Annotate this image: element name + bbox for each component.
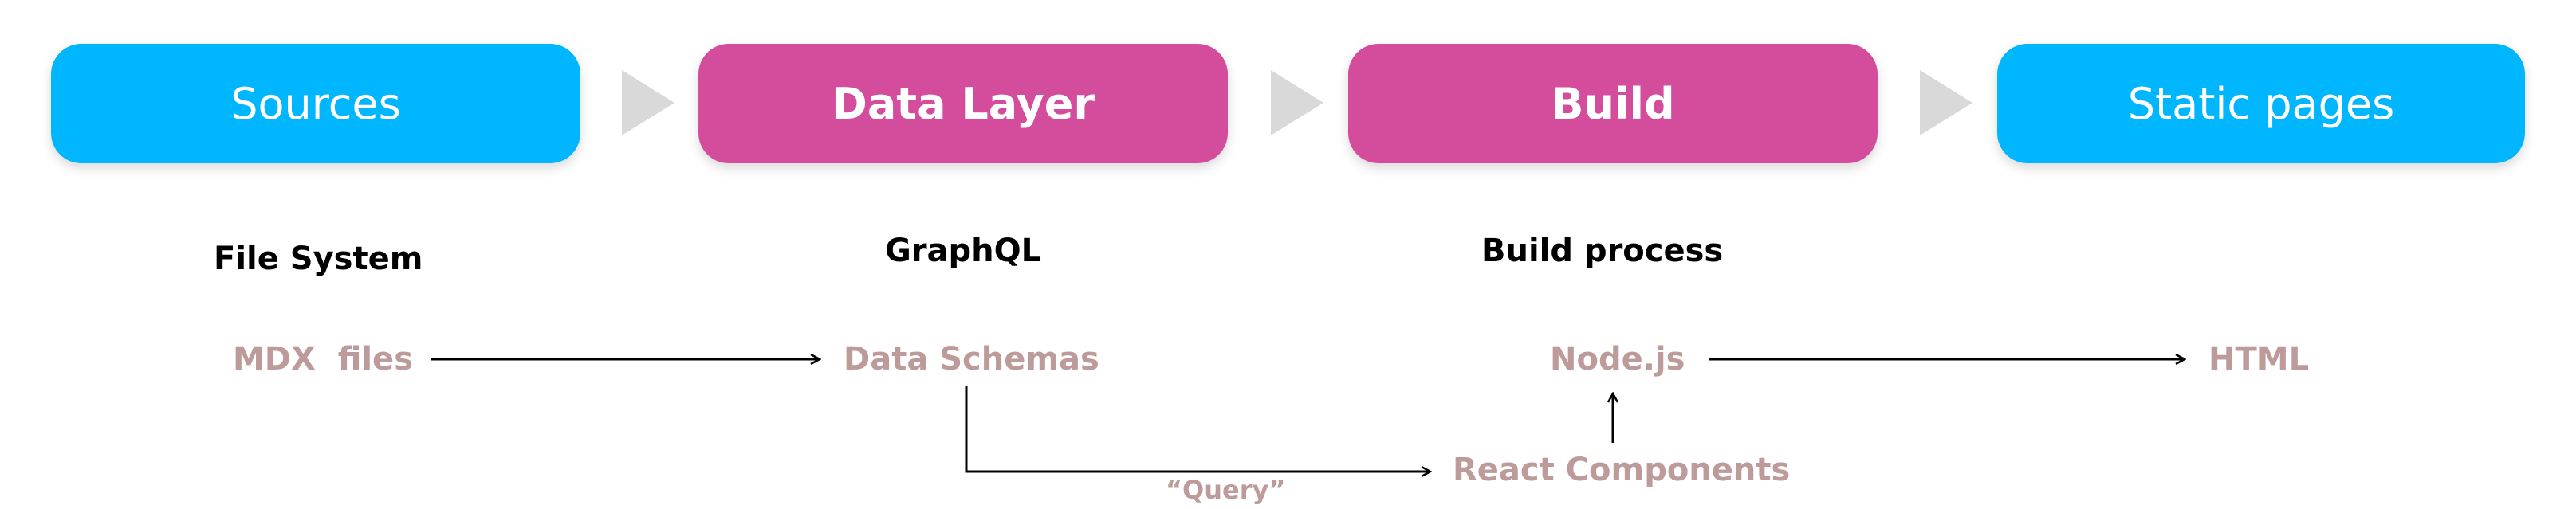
stage-data-layer-label: Data Layer [832,78,1095,129]
node-nodejs: Node.js [1550,341,1685,378]
stage-static-pages: Static pages [1997,44,2525,163]
node-mdx-files: MDX files [233,341,413,378]
chevron-right-icon [1920,70,1972,135]
stage-build-label: Build [1551,78,1675,129]
stage-build: Build [1348,44,1878,163]
arrow-schemas-to-react [965,386,1430,472]
node-data-schemas: Data Schemas [844,341,1099,378]
edge-label-query: “Query” [1166,475,1286,505]
stage-static-pages-label: Static pages [2127,78,2395,129]
heading-build-process: Build process [1481,233,1724,269]
node-html: HTML [2208,341,2310,378]
chevron-right-icon [1271,70,1323,135]
node-react-components: React Components [1453,452,1791,488]
stage-sources: Sources [51,44,580,163]
stage-sources-label: Sources [230,78,401,129]
heading-graphql: GraphQL [885,233,1042,269]
stage-data-layer: Data Layer [698,44,1228,163]
heading-file-system: File System [214,241,423,277]
chevron-right-icon [622,70,674,135]
